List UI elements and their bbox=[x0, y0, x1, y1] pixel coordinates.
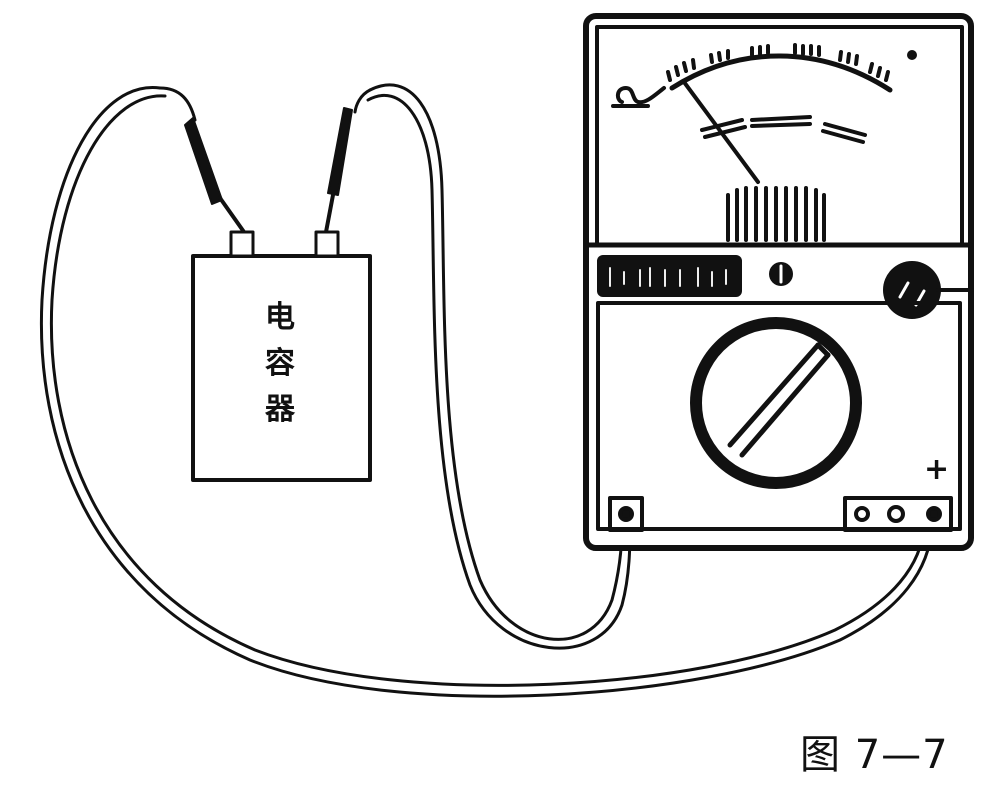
meter-scale-ticks bbox=[666, 43, 890, 82]
meter-scale-arc bbox=[669, 53, 893, 93]
model-plate bbox=[597, 255, 742, 297]
multimeter bbox=[583, 13, 974, 551]
meter-dot bbox=[907, 50, 917, 60]
meter-secondary-scale bbox=[700, 115, 867, 144]
capacitor-terminal-left bbox=[229, 230, 255, 258]
terminal-common bbox=[608, 496, 644, 532]
left-probe bbox=[158, 86, 246, 234]
right-wire bbox=[366, 83, 632, 650]
terminal-group bbox=[843, 496, 953, 532]
right-probe bbox=[324, 88, 372, 234]
figure-caption: 图 7—7 bbox=[800, 732, 949, 778]
ohm-adjust-knob bbox=[883, 261, 941, 319]
range-selector-dial bbox=[690, 317, 862, 489]
positive-terminal-label: + bbox=[924, 452, 950, 487]
meter-needle bbox=[682, 80, 760, 184]
ohm-symbol bbox=[611, 86, 666, 108]
capacitor-terminal-right bbox=[314, 230, 340, 258]
capacitor bbox=[191, 230, 372, 482]
left-wire bbox=[39, 86, 934, 698]
meter-mirror-strip bbox=[726, 186, 826, 242]
capacitor-label: 电容器 bbox=[265, 300, 295, 427]
